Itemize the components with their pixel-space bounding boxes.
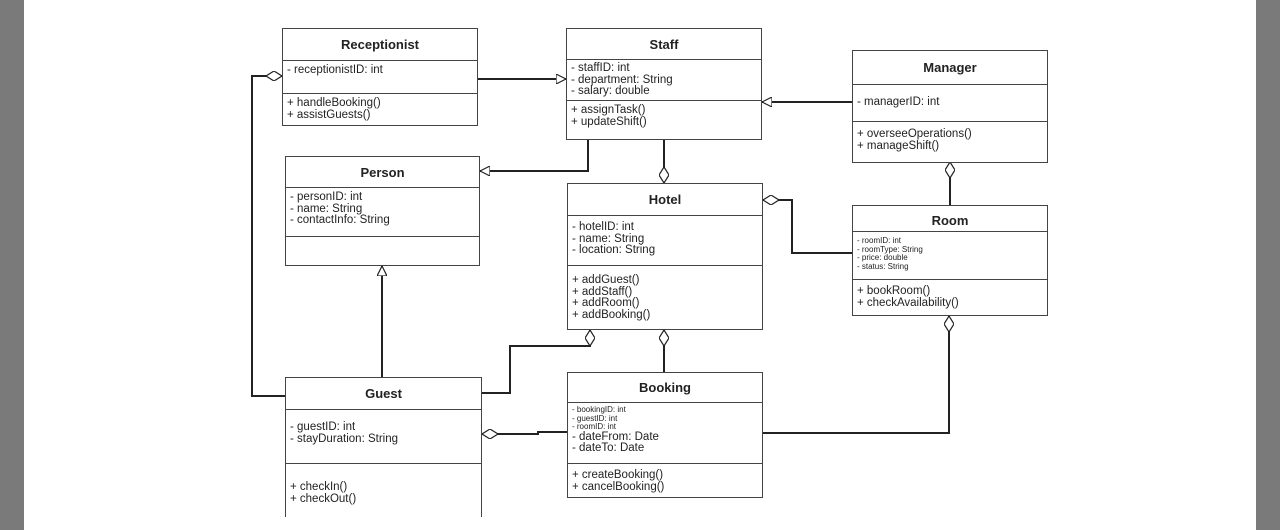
class-staff-attributes: - staffID: int - department: String - sa…: [567, 60, 761, 101]
attribute: - dateTo: Date: [572, 442, 645, 455]
class-booking-title: Booking: [568, 373, 762, 403]
method: + manageShift(): [857, 139, 940, 152]
class-booking-methods: + createBooking() + cancelBooking(): [568, 464, 762, 497]
guest-hotel-aggregation: [482, 330, 590, 394]
class-guest[interactable]: Guest - guestID: int - stayDuration: Str…: [285, 377, 482, 517]
class-booking[interactable]: Booking - bookingID: int - guestID: int …: [567, 372, 763, 498]
attribute: - stayDuration: String: [290, 432, 399, 445]
class-receptionist-methods: + handleBooking() + assistGuests(): [283, 94, 477, 125]
class-guest-attributes: - guestID: int - stayDuration: String: [286, 410, 481, 464]
class-room-attributes: - roomID: int - roomType: String - price…: [853, 232, 1047, 280]
attribute: - dateFrom: Date: [572, 430, 659, 443]
class-person-methods: [286, 237, 479, 245]
attribute: - guestID: int: [572, 413, 618, 423]
attribute: - roomType: String: [857, 244, 923, 254]
attribute: - price: double: [857, 253, 908, 263]
method: + updateShift(): [571, 115, 647, 128]
method: + addBooking(): [572, 308, 651, 321]
method: + handleBooking(): [287, 97, 381, 109]
attribute: - receptionistID: int: [287, 64, 383, 76]
class-room-title: Room: [853, 206, 1047, 232]
attribute: - guestID: int: [290, 421, 356, 433]
class-hotel-title: Hotel: [568, 184, 762, 216]
attribute: - roomID: int: [572, 422, 617, 432]
class-receptionist-title: Receptionist: [283, 29, 477, 61]
class-person-attributes: - personID: int - name: String - contact…: [286, 188, 479, 237]
booking-room-aggregation: [763, 316, 949, 434]
class-room[interactable]: Room - roomID: int - roomType: String - …: [852, 205, 1048, 316]
class-hotel[interactable]: Hotel - hotelID: int - name: String - lo…: [567, 183, 763, 330]
method: + addStaff(): [572, 285, 633, 298]
attribute: - location: String: [572, 244, 656, 256]
class-manager-title: Manager: [853, 51, 1047, 85]
attribute: - status: String: [857, 261, 909, 271]
class-hotel-attributes: - hotelID: int - name: String - location…: [568, 216, 762, 266]
class-manager[interactable]: Manager - managerID: int + overseeOperat…: [852, 50, 1048, 163]
method: + assignTask(): [571, 104, 646, 116]
attribute: - salary: double: [571, 85, 650, 97]
class-staff-title: Staff: [567, 29, 761, 60]
class-manager-methods: + overseeOperations() + manageShift(): [853, 122, 1047, 156]
class-manager-attributes: - managerID: int: [853, 85, 1047, 122]
method: + checkIn(): [290, 481, 348, 493]
method: + checkAvailability(): [857, 296, 959, 309]
attribute: - name: String: [572, 232, 645, 245]
attribute: - contactInfo: String: [290, 214, 390, 226]
booking-guest-aggregation: [482, 432, 567, 434]
guest-receptionist-aggregation: [251, 76, 286, 397]
class-person-title: Person: [286, 157, 479, 188]
attribute: - bookingID: int: [572, 405, 626, 414]
method: + bookRoom(): [857, 285, 931, 297]
room-hotel-aggregation: [763, 200, 852, 254]
attribute: - hotelID: int: [572, 221, 634, 233]
attribute: - roomID: int: [857, 236, 902, 245]
attribute: - name: String: [290, 202, 363, 215]
class-room-methods: + bookRoom() + checkAvailability(): [853, 280, 1047, 313]
method: + assistGuests(): [287, 108, 371, 121]
class-staff-methods: + assignTask() + updateShift(): [567, 101, 761, 132]
method: + checkOut(): [290, 492, 357, 505]
class-booking-attributes: - bookingID: int - guestID: int - roomID…: [568, 403, 762, 464]
method: + addRoom(): [572, 297, 640, 309]
attribute: - personID: int: [290, 191, 363, 203]
class-guest-methods: + checkIn() + checkOut(): [286, 464, 481, 509]
class-guest-title: Guest: [286, 378, 481, 410]
method: + cancelBooking(): [572, 480, 665, 493]
class-receptionist-attributes: - receptionistID: int: [283, 61, 477, 94]
method: + addGuest(): [572, 274, 640, 286]
class-person[interactable]: Person - personID: int - name: String - …: [285, 156, 480, 266]
attribute: - department: String: [571, 73, 673, 86]
class-hotel-methods: + addGuest() + addStaff() + addRoom() + …: [568, 266, 762, 325]
staff-person-generalization: [480, 140, 589, 171]
method: + overseeOperations(): [857, 128, 972, 140]
class-receptionist[interactable]: Receptionist - receptionistID: int + han…: [282, 28, 478, 126]
attribute: - staffID: int: [571, 62, 630, 74]
class-staff[interactable]: Staff - staffID: int - department: Strin…: [566, 28, 762, 140]
attribute: - managerID: int: [857, 96, 940, 108]
method: + createBooking(): [572, 469, 664, 481]
